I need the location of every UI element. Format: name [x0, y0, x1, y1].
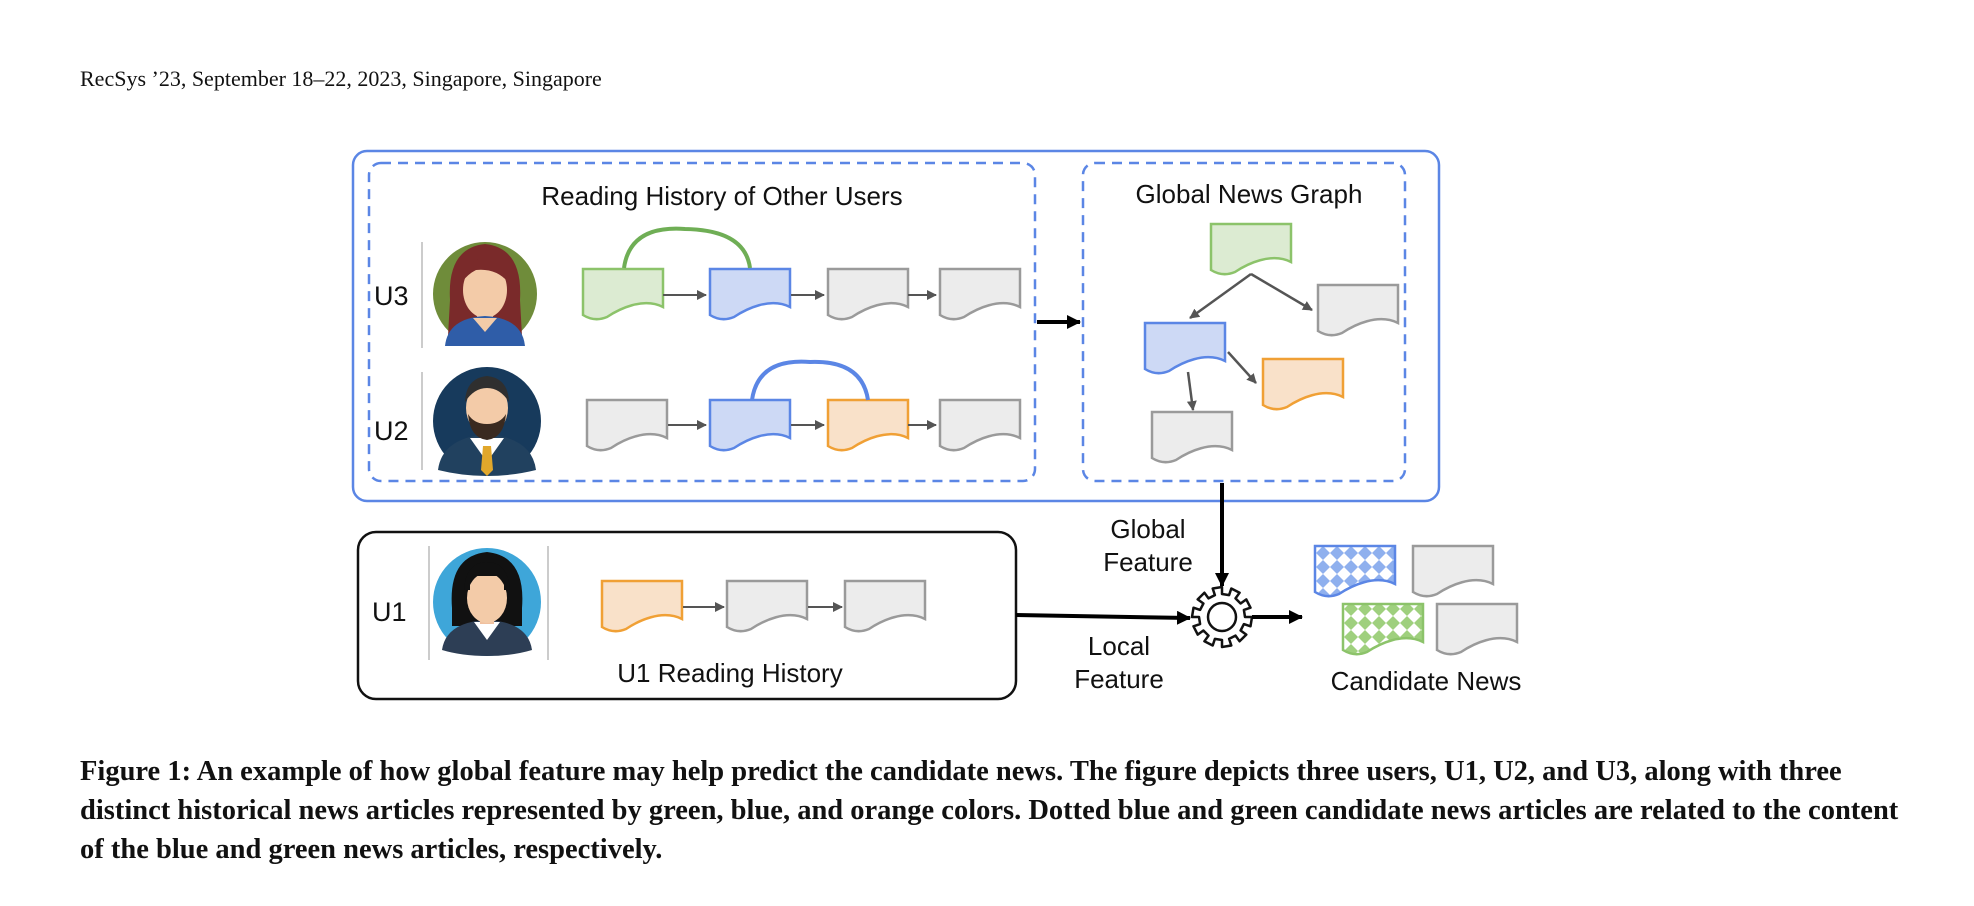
news-doc-gray: [1411, 544, 1495, 598]
reading-history-title: Reading History of Other Users: [541, 181, 902, 211]
graph-edge: [1227, 351, 1257, 384]
user-label-u1: U1: [372, 597, 407, 627]
avatar-u2: [433, 367, 541, 476]
global-graph-title: Global News Graph: [1136, 179, 1363, 209]
user-label-u2: U2: [374, 416, 409, 446]
news-doc-blue: [1143, 321, 1227, 375]
avatar-u3: [433, 242, 537, 346]
news-doc-checkGreen: [1341, 602, 1425, 656]
gear-icon: [1190, 585, 1254, 649]
global-feature-label: Global: [1110, 514, 1185, 544]
global-feature-label: Feature: [1103, 547, 1193, 577]
local-feature-label: Feature: [1074, 664, 1164, 694]
graph-edge: [1250, 272, 1313, 312]
news-doc-orange: [1261, 357, 1345, 411]
news-doc-gray: [1150, 410, 1234, 464]
u1-history-label: U1 Reading History: [617, 658, 842, 688]
local-feature-label: Local: [1088, 631, 1150, 661]
news-documents: [581, 222, 1519, 656]
news-doc-orange: [826, 398, 910, 452]
news-doc-green: [1209, 222, 1293, 276]
figure-caption: Figure 1: An example of how global featu…: [80, 756, 1899, 865]
news-doc-gray: [585, 398, 669, 452]
news-doc-gray: [1316, 283, 1400, 337]
news-doc-gray: [725, 579, 809, 633]
avatar-u1: [433, 548, 541, 656]
news-doc-blue: [708, 398, 792, 452]
local-feature-arrow: [1015, 610, 1191, 625]
other-users-container: [351, 149, 1441, 503]
news-doc-green: [581, 267, 665, 321]
news-doc-blue: [708, 267, 792, 321]
news-doc-checkBlue: [1313, 544, 1397, 598]
global-graph-panel: [1081, 161, 1407, 483]
news-doc-gray: [938, 398, 1022, 452]
relation-arc-green: [622, 226, 752, 269]
relation-arc-blue: [750, 359, 870, 401]
graph-edge: [1186, 371, 1197, 411]
news-doc-gray: [843, 579, 927, 633]
graph-edge: [1189, 272, 1252, 320]
news-doc-orange: [600, 579, 684, 633]
user-label-u3: U3: [374, 281, 409, 311]
running-head: RecSys ’23, September 18–22, 2023, Singa…: [80, 66, 602, 91]
reading-history-panel: [367, 161, 1037, 483]
news-doc-gray: [1435, 602, 1519, 656]
news-doc-gray: [826, 267, 910, 321]
candidate-news-label: Candidate News: [1331, 666, 1522, 696]
news-doc-gray: [938, 267, 1022, 321]
